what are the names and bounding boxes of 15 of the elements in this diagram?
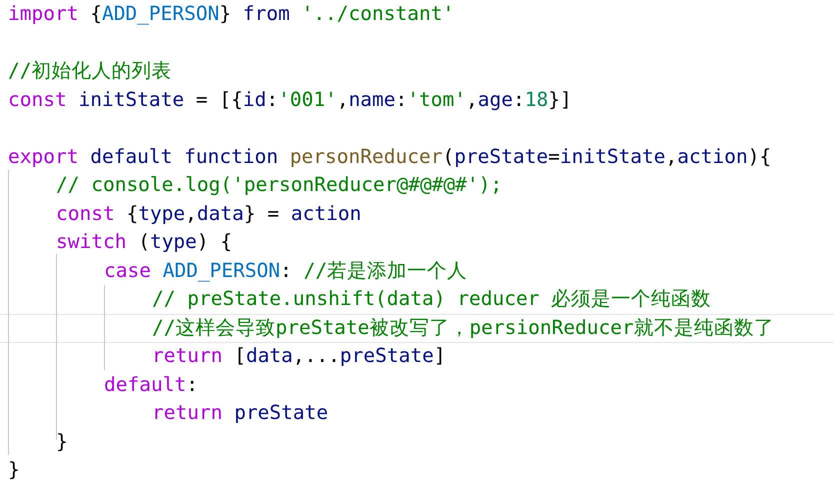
code-line: const {type,data} = action: [56, 200, 362, 226]
code-line: switch (type) {: [56, 229, 232, 255]
code-line: }: [8, 457, 20, 483]
code-line: default:: [104, 372, 198, 398]
code-line: }: [56, 428, 68, 454]
code-line: return preState: [152, 400, 328, 426]
code-line: import {ADD_PERSON} from '../constant': [8, 1, 454, 27]
code-line: // console.log('personReducer@#@#@#');: [56, 172, 502, 198]
code-line: //这样会导致preState被改写了，persionReducer就不是纯函数了: [152, 314, 774, 340]
code-line: // preState.unshift(data) reducer 必须是一个纯函数: [152, 286, 712, 312]
code-line: case ADD_PERSON: //若是添加一个人: [104, 258, 468, 284]
code-line: //初始化人的列表: [8, 58, 172, 84]
code-line: export default function personReducer(preState=initState,action){: [8, 144, 772, 170]
code-line: const initState = [{id:'001',name:'tom',age:18}]: [8, 86, 572, 112]
code-line: return [data,...preState]: [152, 343, 446, 369]
